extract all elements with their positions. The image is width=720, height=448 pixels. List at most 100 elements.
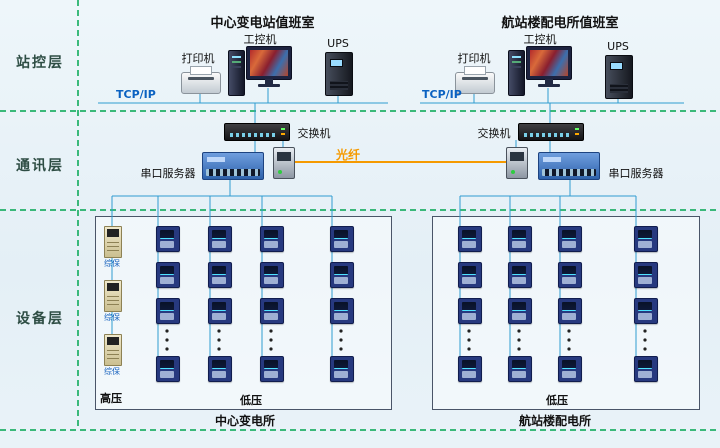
left-panel-lv-label: 低压	[240, 394, 262, 407]
left-ipc-tower-icon	[228, 50, 245, 96]
protection-relay-label: 综保	[104, 259, 120, 268]
ellipsis-dot	[567, 338, 571, 342]
right-scada-screen	[530, 50, 568, 76]
left-ups-icon	[325, 52, 353, 96]
right-ipc-tower-icon	[508, 50, 525, 96]
power-meter-icon	[330, 356, 354, 382]
right-monitor-base	[538, 84, 560, 87]
power-meter-icon	[508, 226, 532, 252]
layer-label-communication: 通讯层	[16, 158, 64, 174]
power-meter-icon	[508, 262, 532, 288]
left-monitor-stand	[265, 79, 273, 84]
power-meter-icon	[558, 262, 582, 288]
power-meter-icon	[208, 262, 232, 288]
ellipsis-dot	[217, 347, 221, 351]
left-serial-server-icon	[202, 152, 264, 180]
right-ups-label: UPS	[607, 40, 629, 53]
right-serial-server-icon	[538, 152, 600, 180]
power-meter-icon	[634, 262, 658, 288]
left-printer-label: 打印机	[181, 52, 215, 65]
left-network-switch-icon	[224, 123, 290, 141]
left-panel-hv-label: 高压	[100, 392, 122, 405]
protection-relay-label: 综保	[104, 313, 120, 322]
power-meter-icon	[156, 356, 180, 382]
right-panel-caption: 航站楼配电所	[518, 414, 591, 428]
ellipsis-dot	[643, 338, 647, 342]
fiber-optic-label: 光纤	[336, 148, 361, 162]
ellipsis-dot	[467, 329, 471, 333]
right-ipc-monitor-icon	[526, 46, 572, 87]
ellipsis-dot	[165, 347, 169, 351]
power-meter-icon	[558, 226, 582, 252]
right-network-switch-icon	[518, 123, 584, 141]
ellipsis-dot	[467, 347, 471, 351]
power-meter-icon	[558, 356, 582, 382]
power-meter-icon	[208, 356, 232, 382]
protection-relay-icon	[104, 280, 122, 312]
left-room-title: 中心变电站值班室	[210, 16, 315, 31]
right-tcpip-label: TCP/IP	[422, 88, 462, 101]
ellipsis-dot	[217, 329, 221, 333]
power-meter-icon	[634, 356, 658, 382]
right-ipc-label: 工控机	[523, 33, 557, 46]
power-meter-icon	[330, 298, 354, 324]
left-printer-icon	[181, 66, 221, 94]
power-meter-icon	[330, 226, 354, 252]
ellipsis-dot	[165, 329, 169, 333]
ellipsis-dot	[339, 338, 343, 342]
left-monitor-base	[258, 84, 280, 87]
ellipsis-dot	[339, 329, 343, 333]
power-meter-icon	[156, 262, 180, 288]
power-meter-icon	[260, 226, 284, 252]
power-meter-icon	[156, 298, 180, 324]
right-room-title: 航站楼配电所值班室	[501, 16, 619, 31]
power-meter-icon	[330, 262, 354, 288]
ellipsis-dot	[567, 329, 571, 333]
layer-label-station: 站控层	[16, 55, 64, 71]
protection-relay-icon	[104, 334, 122, 366]
power-meter-icon	[558, 298, 582, 324]
ellipsis-dot	[567, 347, 571, 351]
ellipsis-dot	[339, 347, 343, 351]
layer-label-device: 设备层	[16, 311, 64, 327]
right-panel-lv-label: 低压	[546, 394, 568, 407]
protection-relay-icon	[104, 226, 122, 258]
ellipsis-dot	[217, 338, 221, 342]
ellipsis-dot	[269, 338, 273, 342]
ellipsis-dot	[165, 338, 169, 342]
ellipsis-dot	[269, 347, 273, 351]
right-switch-label: 交换机	[477, 127, 511, 140]
right-printer-icon	[455, 66, 495, 94]
power-meter-icon	[508, 298, 532, 324]
power-meter-icon	[208, 298, 232, 324]
left-ipc-label: 工控机	[243, 33, 277, 46]
ellipsis-dot	[517, 329, 521, 333]
right-ups-icon	[605, 55, 633, 99]
right-serial-server-label: 串口服务器	[608, 167, 664, 180]
left-panel-caption: 中心变电所	[214, 414, 275, 428]
left-fiber-converter-icon	[273, 147, 295, 179]
power-meter-icon	[508, 356, 532, 382]
power-meter-icon	[458, 356, 482, 382]
left-serial-server-label: 串口服务器	[140, 167, 196, 180]
power-meter-icon	[634, 226, 658, 252]
power-meter-icon	[208, 226, 232, 252]
right-printer-label: 打印机	[457, 52, 491, 65]
ellipsis-dot	[517, 338, 521, 342]
protection-relay-label: 综保	[104, 367, 120, 376]
left-scada-screen	[250, 50, 288, 76]
power-meter-icon	[260, 262, 284, 288]
ellipsis-dot	[643, 329, 647, 333]
left-ipc-monitor-icon	[246, 46, 292, 87]
power-meter-icon	[260, 356, 284, 382]
power-meter-icon	[458, 298, 482, 324]
power-meter-icon	[458, 262, 482, 288]
power-meter-icon	[260, 298, 284, 324]
right-fiber-converter-icon	[506, 147, 528, 179]
ellipsis-dot	[467, 338, 471, 342]
left-tcpip-label: TCP/IP	[116, 88, 156, 101]
ellipsis-dot	[643, 347, 647, 351]
left-switch-label: 交换机	[297, 127, 331, 140]
power-meter-icon	[634, 298, 658, 324]
